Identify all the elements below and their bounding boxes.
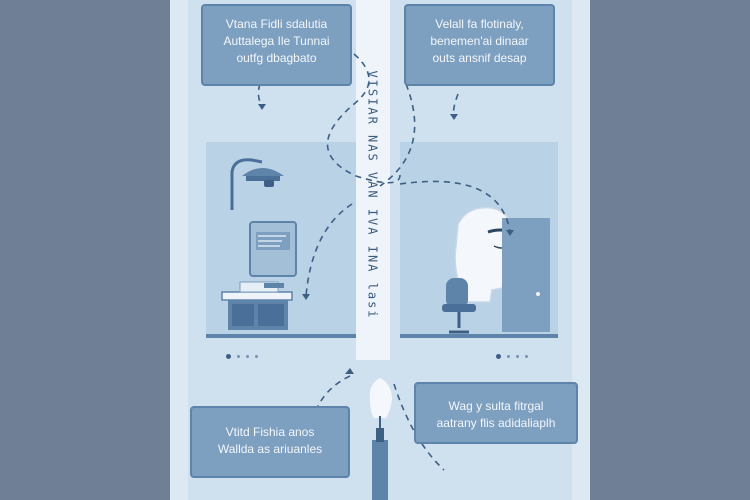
pen-icon bbox=[372, 416, 388, 500]
callout-top-left: Vtana Fidli sdalutia Auttalega Ile Tunna… bbox=[201, 4, 352, 86]
lightbulb-icon bbox=[369, 378, 392, 418]
monitor-icon bbox=[249, 221, 297, 277]
lamp-icon bbox=[230, 158, 284, 210]
pagination-dots-right bbox=[496, 354, 528, 359]
callout-line: outs ansnif desap bbox=[432, 51, 527, 65]
callout-line: Vtitd Fishia anos bbox=[225, 425, 315, 439]
chair-icon bbox=[442, 278, 476, 334]
scene-office-floor bbox=[206, 334, 356, 338]
center-tube bbox=[356, 0, 390, 360]
desk-icon bbox=[221, 281, 293, 330]
callout-line: Wag y sulta fitrgal bbox=[448, 399, 544, 413]
callout-line: Vtana Fidli sdalutia bbox=[225, 17, 328, 31]
callout-line: outfg dbagbato bbox=[236, 51, 317, 65]
callout-line: aatrany flis adidaliaplh bbox=[436, 416, 556, 430]
dot bbox=[255, 355, 258, 358]
callout-top-right: Velall fa flotinaly, benemen'ai dinaar o… bbox=[404, 4, 555, 86]
dot bbox=[516, 355, 519, 358]
callout-bottom-right: Wag y sulta fitrgal aatrany flis adidali… bbox=[414, 382, 578, 444]
arrow-heads bbox=[258, 104, 514, 374]
door-icon bbox=[502, 218, 550, 332]
dot bbox=[525, 355, 528, 358]
callout-bottom-left: Vtitd Fishia anos Wallda as ariuanles bbox=[190, 406, 350, 478]
dot bbox=[246, 355, 249, 358]
callout-line: Auttalega Ile Tunnai bbox=[223, 34, 330, 48]
callout-line: Velall fa flotinaly, bbox=[435, 17, 524, 31]
dot bbox=[237, 355, 240, 358]
dot bbox=[507, 355, 510, 358]
callout-line: benemen'ai dinaar bbox=[430, 34, 529, 48]
scene-rest-floor bbox=[400, 334, 558, 338]
pagination-dots-left bbox=[226, 354, 258, 359]
dot-active bbox=[496, 354, 501, 359]
dot-active bbox=[226, 354, 231, 359]
callout-line: Wallda as ariuanles bbox=[217, 442, 323, 456]
flow-arrows bbox=[257, 53, 511, 471]
